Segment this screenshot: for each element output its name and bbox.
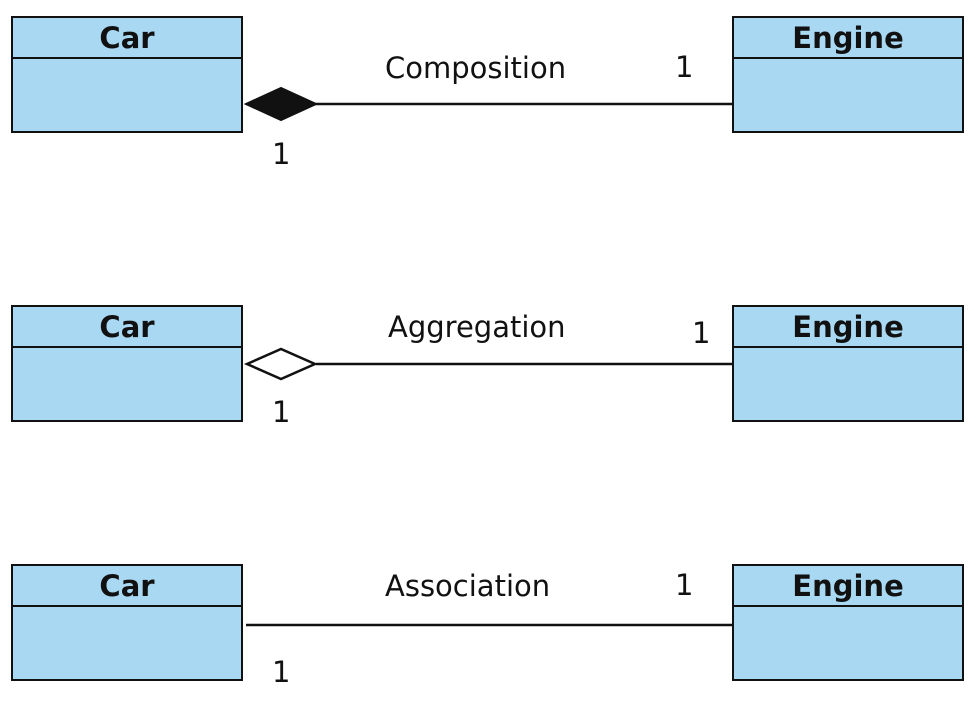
- aggregation-car-class: Car: [11, 305, 243, 422]
- class-body: [734, 607, 962, 681]
- class-name: Engine: [734, 18, 962, 59]
- class-name: Engine: [734, 307, 962, 348]
- association-label: Association: [385, 569, 551, 603]
- class-body: [13, 607, 241, 681]
- association-car-class: Car: [11, 564, 243, 681]
- composition-car-class: Car: [11, 16, 243, 133]
- class-body: [734, 59, 962, 133]
- composition-label: Composition: [385, 51, 567, 85]
- class-body: [13, 59, 241, 133]
- class-name: Car: [13, 307, 241, 348]
- class-name: Car: [13, 566, 241, 607]
- composition-filled-diamond: [243, 86, 319, 122]
- class-name: Engine: [734, 566, 962, 607]
- aggregation-hollow-diamond: [243, 347, 319, 381]
- class-body: [13, 348, 241, 422]
- composition-left-multiplicity: 1: [272, 137, 291, 171]
- class-body: [734, 348, 962, 422]
- aggregation-left-multiplicity: 1: [272, 395, 291, 429]
- composition-engine-class: Engine: [732, 16, 964, 133]
- association-left-multiplicity: 1: [272, 655, 291, 689]
- aggregation-engine-class: Engine: [732, 305, 964, 422]
- composition-right-multiplicity: 1: [675, 50, 694, 84]
- association-right-multiplicity: 1: [675, 568, 694, 602]
- aggregation-right-multiplicity: 1: [692, 316, 711, 350]
- association-engine-class: Engine: [732, 564, 964, 681]
- aggregation-label: Aggregation: [388, 310, 566, 344]
- class-name: Car: [13, 18, 241, 59]
